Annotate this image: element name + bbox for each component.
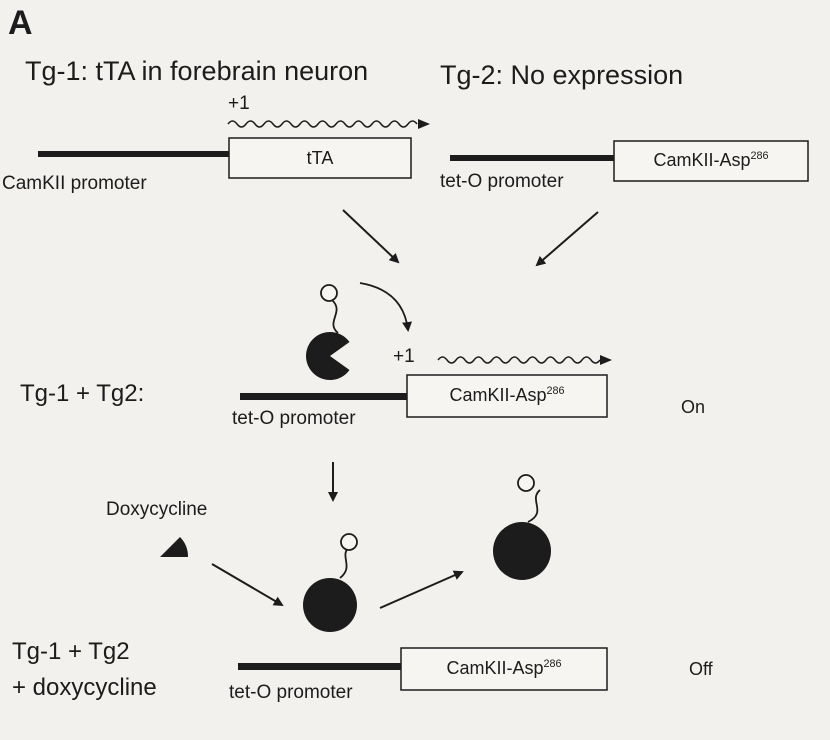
tta-protein-icon xyxy=(306,332,350,381)
doxy-promoter-label: tet-O promoter xyxy=(229,682,353,703)
activation-curved-arrow xyxy=(359,282,413,332)
tta-tether-line xyxy=(331,299,339,334)
doxy-gene-label: CamKII-Asp286 xyxy=(446,658,562,678)
tg1-promoter-line xyxy=(38,151,230,157)
doxy-title-line2: + doxycycline xyxy=(12,674,157,701)
tta-released-icon xyxy=(493,522,551,580)
tg2-promoter-label: tet-O promoter xyxy=(440,171,564,192)
doxy-gene-box xyxy=(400,647,608,691)
release-arrow xyxy=(379,570,464,609)
tta-doxy-ligand-site-icon xyxy=(340,533,358,551)
panel-label: A xyxy=(8,4,33,42)
combined-promoter-label: tet-O promoter xyxy=(232,408,356,429)
tg2-to-combined-arrow xyxy=(535,211,599,267)
tg2-gene-box xyxy=(613,140,809,182)
tta-ligand-site-icon xyxy=(320,284,338,302)
tg1-gene-box xyxy=(228,137,412,179)
doxycycline-label: Doxycycline xyxy=(106,499,208,520)
tg1-gene-label: tTA xyxy=(306,148,334,168)
tg2-title: Tg-2: No expression xyxy=(440,60,684,90)
combined-state-on: On xyxy=(681,397,706,417)
tg1-start-site: +1 xyxy=(228,93,250,114)
combined-start-site: +1 xyxy=(393,346,415,367)
tta-released-tether-line xyxy=(527,489,541,523)
combined-transcript-arrowhead xyxy=(600,355,612,365)
combined-gene-label: CamKII-Asp286 xyxy=(449,385,565,405)
tta-doxy-bound-icon xyxy=(303,578,357,632)
doxycycline-icon xyxy=(160,537,189,557)
doxy-state-off: Off xyxy=(689,659,713,679)
tg2-gene-label: CamKII-Asp286 xyxy=(653,150,769,170)
doxy-title-line1: Tg-1 + Tg2 xyxy=(12,638,130,665)
tg2-promoter-line xyxy=(450,155,615,161)
tg1-promoter-label: CamKII promoter xyxy=(2,173,147,194)
tg1-transcript-arrowhead xyxy=(418,119,430,129)
doxy-binding-arrow xyxy=(211,563,284,607)
tg1-title: Tg-1: tTA in forebrain neuron xyxy=(25,56,369,86)
combined-title: Tg-1 + Tg2: xyxy=(20,380,145,407)
doxy-promoter-line xyxy=(238,663,402,670)
tta-released-ligand-site-icon xyxy=(517,474,535,492)
combined-gene-box xyxy=(406,374,608,418)
tg1-transcript-wave xyxy=(227,120,418,128)
combined-transcript-wave xyxy=(437,356,601,364)
tg1-to-combined-arrow xyxy=(342,209,400,264)
combined-promoter-line xyxy=(240,393,408,400)
